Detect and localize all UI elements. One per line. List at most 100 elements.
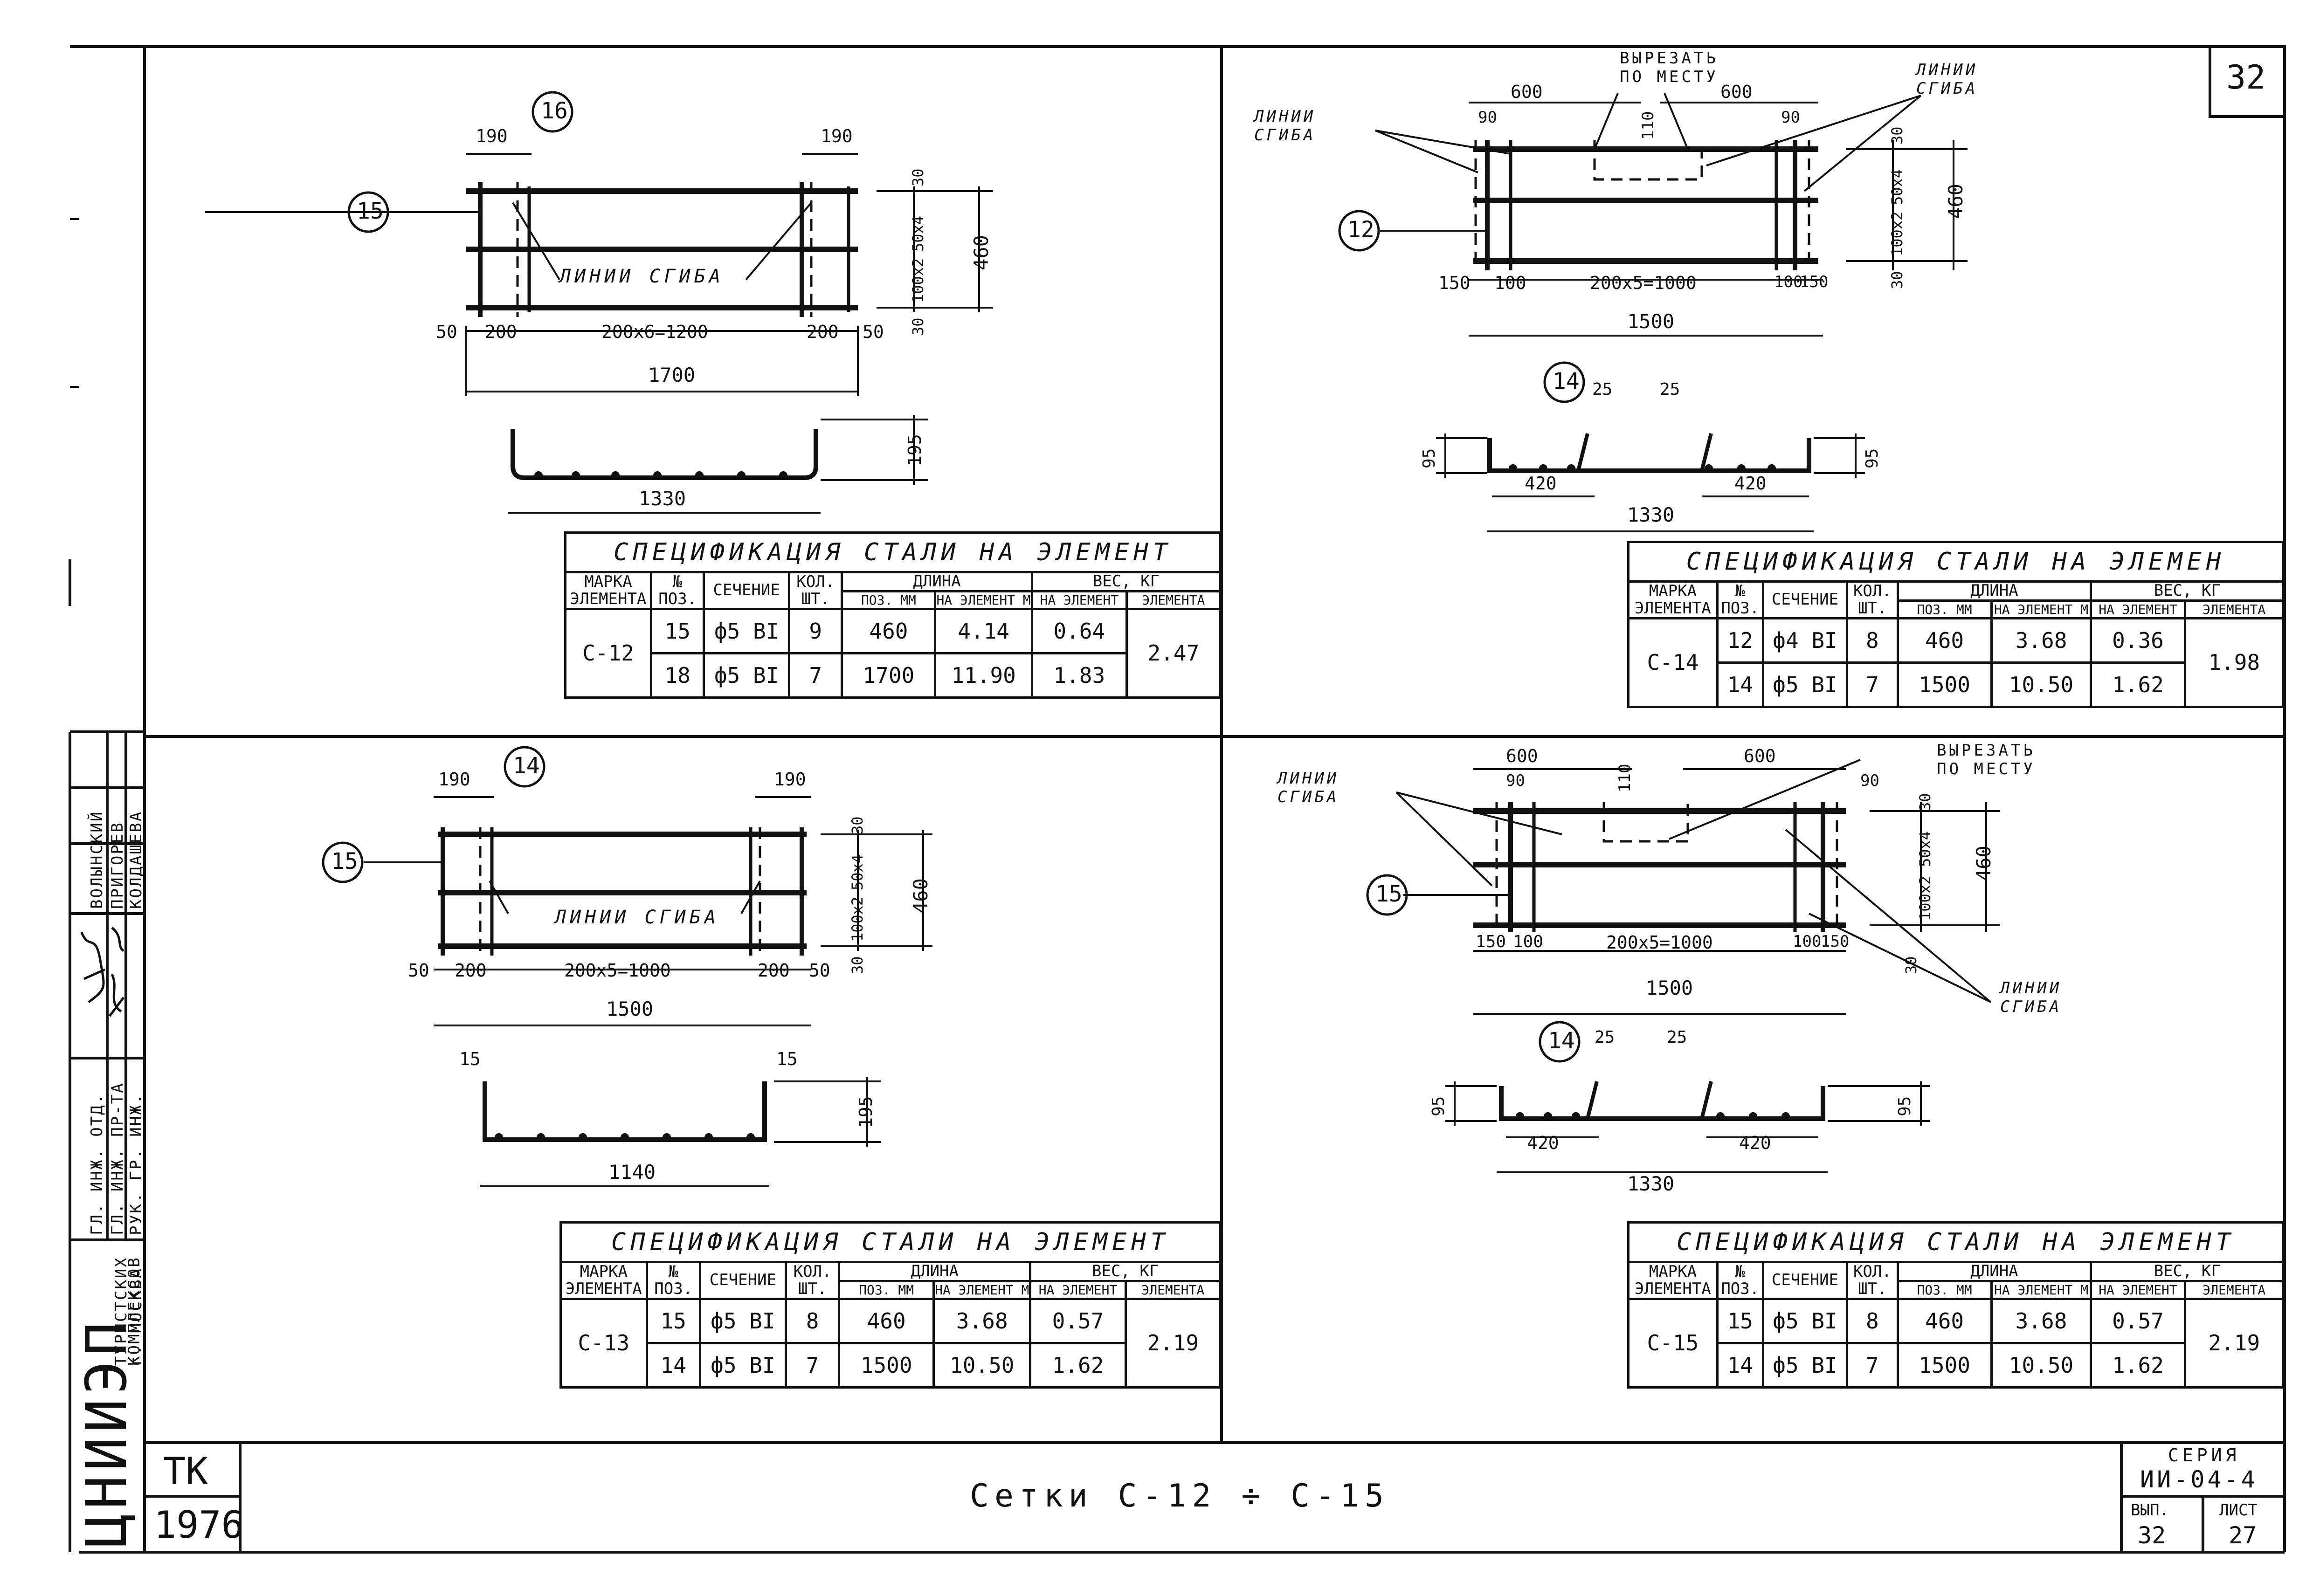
col-section: СЕЧЕНИЕ: [698, 1261, 787, 1300]
col-w-total: ЭЛЕМЕНТА: [1124, 1280, 1222, 1300]
c14-pos-left: 12: [1347, 217, 1374, 243]
c15-dim-b5: 150: [1821, 932, 1850, 951]
cell-pos: 15: [645, 1297, 701, 1344]
c13-dim-b5: 50: [809, 960, 830, 981]
cell-section: ф5 ВI: [703, 652, 791, 699]
cell-len-m: 11.90: [934, 652, 1033, 699]
c13-profile-top-right: 15: [776, 1049, 798, 1069]
profile-dots-c13: [495, 1133, 755, 1142]
stamp-role-1: ГЛ. ИНЖ. ОТД.: [88, 1093, 106, 1235]
cell-len-m: 10.50: [932, 1341, 1032, 1389]
col-element: ЭЛЕМЕНТА: [559, 1280, 648, 1300]
cell-len-m: 3.68: [1990, 617, 2092, 664]
cell-len-mm: 460: [841, 607, 937, 654]
c13-dim-b3: 200x5=1000: [564, 960, 671, 981]
cell-weight: 1.62: [2090, 661, 2186, 708]
cell-pos: 15: [1716, 1297, 1764, 1344]
c13-profile-top-left: 15: [459, 1049, 481, 1069]
c12-dim-right-1: 30: [909, 168, 927, 186]
c13-pos-left: 15: [331, 848, 358, 874]
cell-qty: 8: [1846, 1297, 1899, 1344]
c15-profile-dim-1: 95: [1429, 1096, 1448, 1116]
c14-dim-top-1: 600: [1511, 82, 1543, 102]
c12-height: 460: [970, 235, 993, 270]
c15-height: 460: [1972, 846, 1995, 881]
c14-dim-top-5: 110: [1639, 111, 1657, 140]
cell-len-mm: 1500: [1896, 661, 1993, 708]
col-weight: ВЕС, КГ: [2090, 1261, 2285, 1282]
c14-dim-b2: 100: [1494, 273, 1526, 293]
c14-total: 1500: [1627, 310, 1675, 333]
col-qty: КОЛ.: [1846, 580, 1899, 601]
c13-height: 460: [909, 878, 932, 914]
col-w-elem: НА ЭЛЕМЕНТ: [2090, 1280, 2186, 1300]
c15-pos-left: 15: [1375, 881, 1402, 907]
col-weight: ВЕС, КГ: [1029, 1261, 1222, 1282]
stamp-name-3: КОЛДАШЕВА: [127, 810, 145, 909]
cell-section: ф4 ВI: [1761, 617, 1849, 664]
col-len-elem: НА ЭЛЕМЕНТ М: [1990, 1280, 2092, 1300]
c13-dim-b4: 200: [758, 960, 790, 981]
c12-profile-height: 195: [904, 434, 925, 466]
c12-pos-top: 16: [541, 98, 568, 124]
c12-bend-label: ЛИНИИ СГИБА: [559, 266, 724, 287]
c14-profile-dim-1: 95: [1420, 448, 1439, 468]
col-w-elem: НА ЭЛЕМЕНТ: [2090, 599, 2186, 619]
c14-profile-width: 1330: [1627, 503, 1675, 526]
cell-weight: 0.57: [2090, 1297, 2186, 1344]
col-mark: МАРКА: [1627, 580, 1719, 601]
cell-mark: С-14: [1627, 617, 1719, 708]
c12-dim-b1: 50: [436, 322, 457, 342]
c15-dim-b2: 100: [1513, 932, 1544, 951]
cell-len-m: 3.68: [1990, 1297, 2092, 1344]
col-mark: МАРКА: [1627, 1261, 1719, 1281]
spec-table-c15: СПЕЦИФИКАЦИЯ СТАЛИ НА ЭЛЕМЕНТ МАРКА № СЕ…: [1627, 1221, 2285, 1389]
mesh-c15: [1366, 759, 2000, 1173]
c14-profile-dim-3: 25: [1660, 380, 1680, 399]
c15-dim-top-1: 600: [1506, 746, 1538, 766]
cell-len-mm: 1500: [838, 1341, 935, 1389]
profile-dots-c15: [1516, 1112, 1790, 1121]
cell-section: ф5 ВI: [1761, 661, 1849, 708]
c12-dim-b5: 50: [863, 322, 884, 342]
c12-dim-right-3: 100x2: [909, 258, 927, 303]
c13-profile-height: 195: [856, 1096, 876, 1128]
col-length: ДЛИНА: [838, 1261, 1032, 1282]
stamp-inst-sub-3: г. МОСКВА: [127, 1267, 145, 1366]
spec-table-c13: СПЕЦИФИКАЦИЯ СТАЛИ НА ЭЛЕМЕНТ МАРКА № СЕ…: [559, 1221, 1222, 1389]
col-w-elem: НА ЭЛЕМЕНТ: [1029, 1280, 1127, 1300]
col-length: ДЛИНА: [1896, 580, 2092, 602]
c13-bend-label: ЛИНИИ СГИБА: [555, 907, 719, 928]
col-w-total: ЭЛЕМЕНТА: [2183, 1280, 2285, 1300]
c14-bend-label-right: ЛИНИИ СГИБА: [1916, 61, 1978, 98]
col-len-elem: НА ЭЛЕМЕНТ М: [1990, 599, 2092, 619]
cell-qty: 9: [788, 607, 843, 654]
c14-cut-label: ВЫРЕЗАТЬ ПО МЕСТУ: [1620, 49, 1719, 86]
cell-total: 2.19: [2183, 1297, 2285, 1389]
sheet-label: ЛИСТ: [2219, 1501, 2258, 1520]
c13-dim-b2: 200: [455, 960, 487, 981]
c13-dim-b1: 50: [408, 960, 429, 981]
c12-dim-b3: 200x6=1200: [601, 322, 708, 342]
c15-dim-right-1: 30: [1916, 793, 1934, 811]
cell-weight: 1.83: [1030, 652, 1128, 699]
stamp-name-1: ВОЛЫНСКИЙ: [88, 810, 106, 909]
cell-pos: 14: [645, 1341, 701, 1389]
c15-profile-width: 1330: [1627, 1172, 1675, 1195]
spec-title: СПЕЦИФИКАЦИЯ СТАЛИ НА ЭЛЕМЕНТ: [559, 1221, 1222, 1263]
col-qty: КОЛ.: [1846, 1261, 1899, 1281]
cell-mark: С-15: [1627, 1297, 1719, 1389]
stamp-role-2: ГЛ. ИНЖ. ПР-ТА: [108, 1082, 127, 1235]
c15-dim-top-3: 90: [1506, 771, 1525, 790]
col-length: ДЛИНА: [1896, 1261, 2092, 1282]
col-weight: ВЕС, КГ: [2090, 580, 2285, 602]
c14-dim-top-3: 90: [1478, 108, 1497, 127]
cell-len-m: 10.50: [1990, 1341, 2092, 1389]
c14-profile-dim-4: 95: [1863, 448, 1882, 468]
col-pcs: ШТ.: [1846, 600, 1899, 619]
c14-dim-b4: 100: [1774, 273, 1803, 291]
cell-section: ф5 ВI: [698, 1297, 787, 1344]
c12-dim-right-4: 30: [909, 317, 927, 336]
col-w-total: ЭЛЕМЕНТА: [1125, 590, 1222, 610]
